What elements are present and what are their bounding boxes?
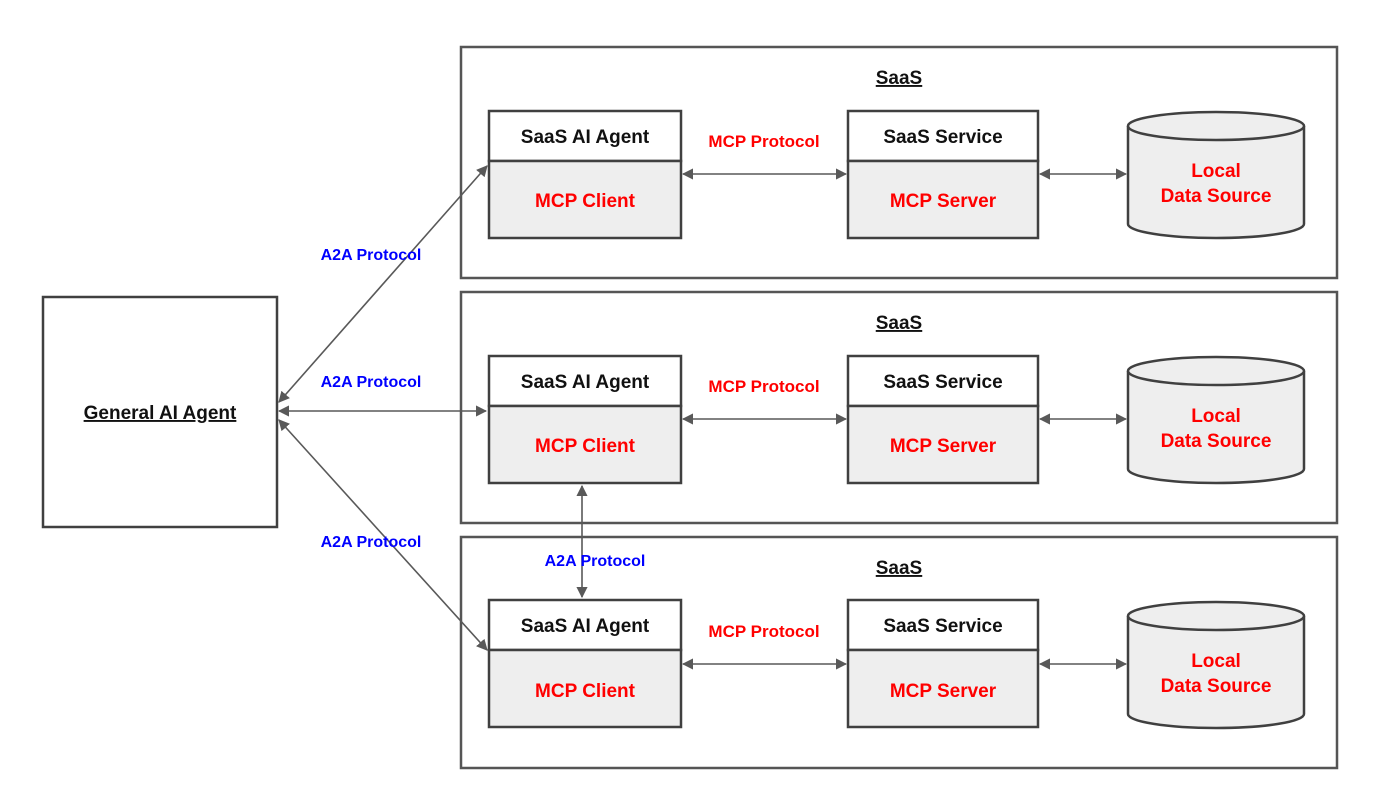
saas-service-box: SaaS Service MCP Server — [846, 598, 1040, 729]
saas-ai-agent-box: SaaS AI Agent MCP Client — [487, 354, 683, 485]
mcp-server-label: MCP Server — [890, 191, 997, 212]
saas-title: SaaS — [876, 68, 922, 89]
local-data-source-cylinder: Local Data Source — [1126, 355, 1306, 485]
general-ai-agent-label: General AI Agent — [84, 403, 237, 424]
saas-service-header: SaaS Service — [883, 616, 1002, 637]
mcp-server-label: MCP Server — [890, 681, 997, 702]
mcp-client-label: MCP Client — [535, 436, 636, 457]
saas-service-box: SaaS Service MCP Server — [846, 109, 1040, 240]
saas-group-3: SaaS SaaS AI Agent MCP Client MCP Protoc… — [459, 535, 1339, 770]
saas-ai-agent-box: SaaS AI Agent MCP Client — [487, 598, 683, 729]
mcp-server-label: MCP Server — [890, 436, 997, 457]
mcp-client-label: MCP Client — [535, 191, 636, 212]
mcp-protocol-label: MCP Protocol — [708, 622, 819, 641]
saas-service-box: SaaS Service MCP Server — [846, 354, 1040, 485]
saas-ai-agent-header: SaaS AI Agent — [521, 372, 650, 393]
data-source-line-2: Data Source — [1161, 431, 1272, 452]
data-source-line-1: Local — [1191, 161, 1241, 182]
mcp-client-label: MCP Client — [535, 681, 636, 702]
a2a-label-between-agents: A2A Protocol — [545, 553, 646, 570]
saas-ai-agent-box: SaaS AI Agent MCP Client — [487, 109, 683, 240]
saas-title: SaaS — [876, 558, 922, 579]
saas-title: SaaS — [876, 313, 922, 334]
a2a-label-middle: A2A Protocol — [321, 374, 422, 391]
saas-group-1: SaaS SaaS AI Agent MCP Client MCP Protoc… — [459, 45, 1339, 280]
local-data-source-cylinder: Local Data Source — [1126, 110, 1306, 240]
local-data-source-cylinder: Local Data Source — [1126, 600, 1306, 730]
mcp-protocol-label: MCP Protocol — [708, 377, 819, 396]
data-source-line-2: Data Source — [1161, 186, 1272, 207]
saas-service-header: SaaS Service — [883, 372, 1002, 393]
general-ai-agent-box: General AI Agent — [41, 295, 279, 529]
mcp-protocol-label: MCP Protocol — [708, 132, 819, 151]
a2a-arrow-bottom — [278, 419, 488, 651]
data-source-line-2: Data Source — [1161, 676, 1272, 697]
saas-group-2: SaaS SaaS AI Agent MCP Client MCP Protoc… — [459, 290, 1339, 525]
a2a-arrow-top — [278, 165, 488, 403]
saas-service-header: SaaS Service — [883, 127, 1002, 148]
a2a-label-top: A2A Protocol — [321, 247, 422, 264]
data-source-line-1: Local — [1191, 651, 1241, 672]
saas-ai-agent-header: SaaS AI Agent — [521, 127, 650, 148]
saas-ai-agent-header: SaaS AI Agent — [521, 616, 650, 637]
data-source-line-1: Local — [1191, 406, 1241, 427]
a2a-label-bottom: A2A Protocol — [321, 534, 422, 551]
